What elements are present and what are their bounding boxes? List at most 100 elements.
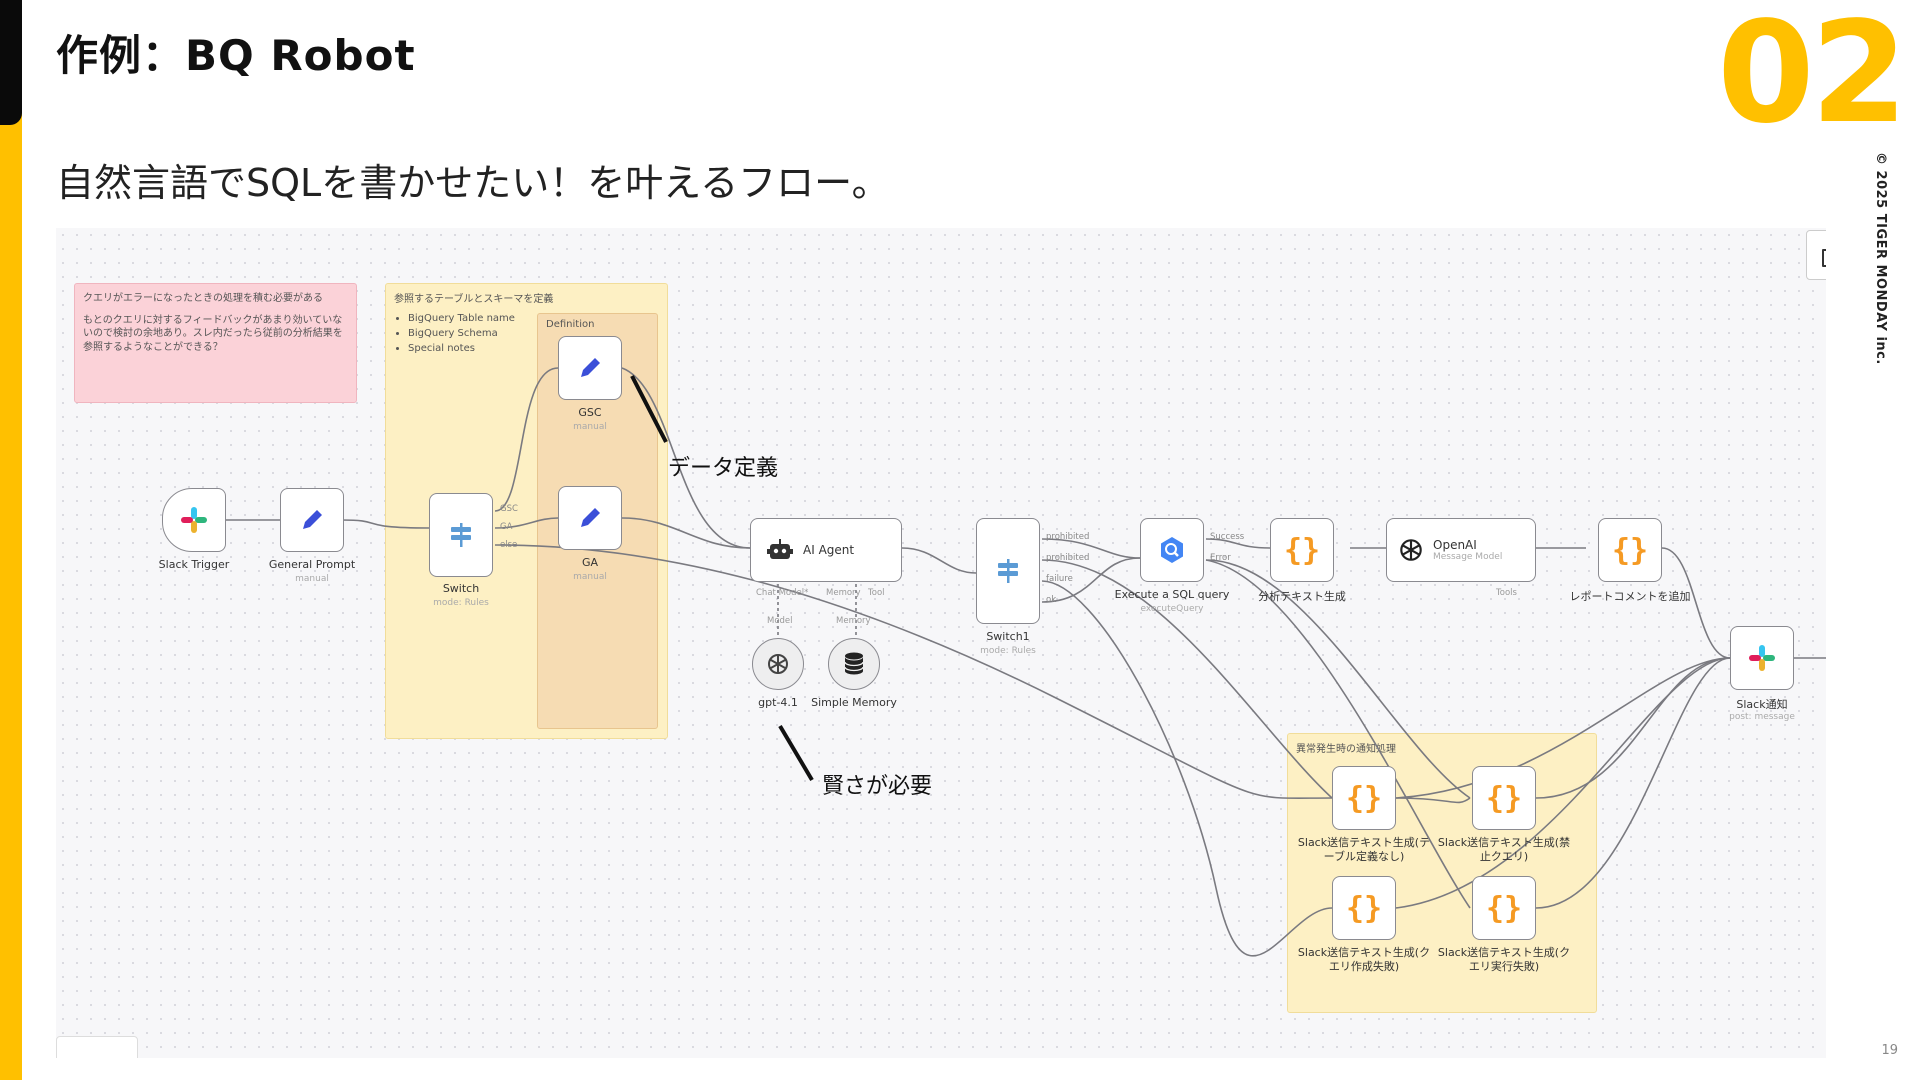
note-list-item: BigQuery Schema [408,326,659,341]
edge [901,547,977,574]
error-text-node[interactable]: {} [1472,876,1536,940]
port-label: failure [1046,574,1073,584]
node-label: General Prompt [268,558,356,571]
signpost-icon [451,523,471,547]
node-label: GA [581,556,599,569]
port-label: prohibited [1046,532,1090,542]
node-label: Simple Memory [811,696,897,709]
openai-text: OpenAI Message Model [1433,538,1502,562]
openai-icon [768,654,788,674]
code-braces-icon: {} [1283,532,1321,568]
slack-icon [1749,645,1775,671]
edge [1395,657,1731,799]
node-label: Slack送信テキスト生成(テーブル定義なし) [1297,836,1431,863]
port-label: GSC [500,504,518,514]
node-label: GSC [578,406,602,419]
general-prompt-node[interactable] [280,488,344,552]
port-label: Memory [836,616,871,626]
port-label: Chat Model* [756,588,809,598]
node-sub: mode: Rules [433,598,489,608]
node-label: Execute a SQL query [1114,588,1230,601]
port-label: Memory [826,588,861,598]
edge [494,367,559,512]
port-label: GA [500,522,513,532]
edge [1041,538,1141,559]
edge [1205,559,1471,799]
robot-icon [767,539,793,559]
switch-node[interactable] [429,493,493,577]
node-label: Slack Trigger [158,558,230,571]
edge [494,544,1333,800]
edge [1205,538,1271,549]
edge [1205,559,1471,909]
ai-agent-node[interactable]: AI Agent [750,518,902,582]
accent-bar-top [0,0,22,125]
sidebar-toggle-button[interactable] [1806,230,1826,280]
annotation-line [778,724,814,782]
error-text-node[interactable]: {} [1332,876,1396,940]
edge [1661,547,1731,659]
annotation-data-definition: データ定義 [668,456,779,481]
report-comment-node[interactable]: {} [1598,518,1662,582]
node-sub: mode: Rules [980,646,1036,656]
note-title: クエリがエラーになったときの処理を積む必要がある [83,293,323,304]
connections-layer [226,367,1826,957]
slack-trigger-node[interactable] [162,488,226,552]
copyright: © 2025 TIGER MONDAY inc. [1873,152,1888,365]
section-number: 02 [1717,0,1908,155]
note-title: Definition [546,319,595,330]
openai-node[interactable]: OpenAI Message Model [1386,518,1536,582]
port-label: ok [1046,595,1057,605]
page-number: 19 [1881,1043,1898,1058]
pencil-icon [581,508,600,527]
edge [1041,557,1141,603]
gsc-node[interactable] [558,336,622,400]
code-braces-icon: {} [1345,780,1383,816]
code-braces-icon: {} [1345,890,1383,926]
node-label: Switch1 [986,630,1030,643]
error-text-node[interactable]: {} [1332,766,1396,830]
note-list-item: Special notes [408,341,659,356]
node-label: Slack送信テキスト生成(クエリ実行失敗) [1437,946,1571,973]
sticky-note-error[interactable]: クエリがエラーになったときの処理を積む必要がある もとのクエリに対するフィードバ… [74,283,357,403]
annotation-line [630,375,668,443]
node-label: gpt-4.1 [758,696,798,709]
edge [1041,559,1333,799]
canvas-corner-panel[interactable] [56,1036,138,1058]
node-sub: manual [295,574,329,584]
port-label: Success [1210,532,1245,542]
edge [1395,797,1471,804]
signpost-icon [998,559,1018,583]
node-title: OpenAI [1433,538,1477,552]
node-sub: Message Model [1433,552,1503,562]
note-list-item: BigQuery Table name [408,311,659,326]
execute-sql-node[interactable] [1140,518,1204,582]
pencil-icon [581,358,600,377]
node-sub: executeQuery [1140,604,1204,614]
edge [1535,657,1731,799]
node-label: Slack送信テキスト生成(禁止クエリ) [1437,836,1571,863]
ga-node[interactable] [558,486,622,550]
annotation-smart: 賢さが必要 [822,774,933,799]
edge [621,517,751,549]
memory-node[interactable] [828,638,880,690]
error-text-node[interactable]: {} [1472,766,1536,830]
openai-icon [1400,539,1422,561]
port-label: prohibited [1046,553,1090,563]
node-label: Slack送信テキスト生成(クエリ作成失敗) [1297,946,1431,973]
edge [494,517,559,529]
note-title: 異常発生時の通知処理 [1296,744,1396,755]
slack-notify-node[interactable] [1730,626,1794,690]
node-label: Slack通知 [1736,698,1788,711]
port-label: Model [767,616,793,626]
slide-title: 作例：BQ Robot [56,31,416,80]
analysis-text-node[interactable]: {} [1270,518,1334,582]
slack-icon [181,507,207,533]
edge [1041,580,1333,957]
workflow-canvas[interactable]: クエリがエラーになったときの処理を積む必要がある もとのクエリに対するフィードバ… [56,228,1826,1058]
switch1-node[interactable] [976,518,1040,624]
edge [341,519,430,529]
gpt-node[interactable] [752,638,804,690]
edge [621,367,751,549]
